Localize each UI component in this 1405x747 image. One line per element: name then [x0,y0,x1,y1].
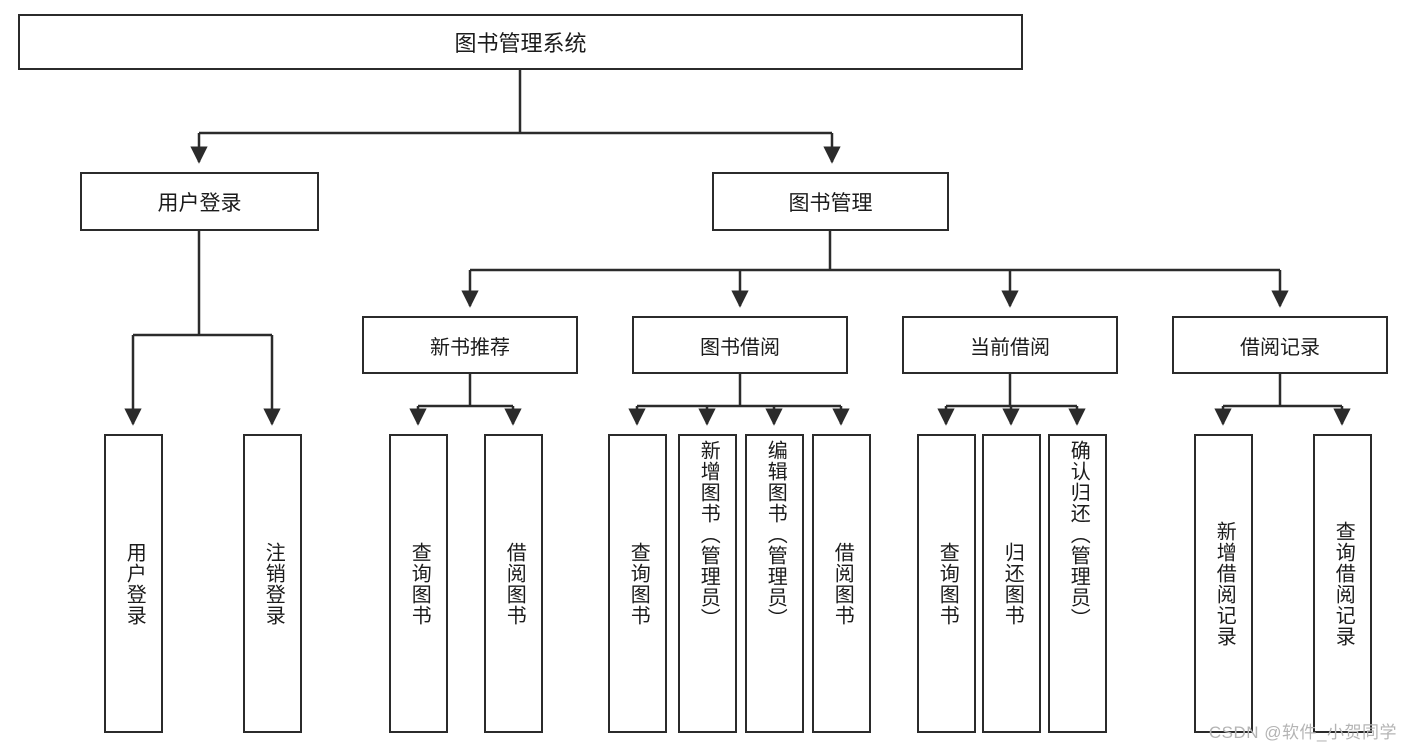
leaf-inner: 查询图书 [919,436,974,731]
leaf-label: 新增图书（管理员） [697,440,720,629]
leaf-node[interactable]: 查询借阅记录 [1313,434,1372,733]
leaf-node[interactable]: 归还图书 [982,434,1041,733]
node-borrow-record[interactable]: 借阅记录 [1172,316,1388,374]
leaf-label: 归还图书 [1001,541,1024,626]
node-book-borrow[interactable]: 图书借阅 [632,316,848,374]
node-new-book-recommend-label: 新书推荐 [430,336,510,359]
node-root-label: 图书管理系统 [454,31,587,56]
leaf-inner: 新增借阅记录 [1196,436,1251,731]
leaf-node[interactable]: 查询图书 [389,434,448,733]
leaf-label: 新增借阅记录 [1213,520,1236,647]
leaf-node[interactable]: 借阅图书 [812,434,871,733]
leaf-node[interactable]: 确认归还（管理员） [1048,434,1107,733]
watermark: CSDN @软件_小贺同学 [1208,723,1397,742]
leaf-node[interactable]: 注销登录 [243,434,302,733]
leaf-inner: 编辑图书（管理员） [747,436,802,735]
node-root[interactable]: 图书管理系统 [18,14,1023,70]
leaf-label: 查询图书 [408,541,431,626]
leaf-node[interactable]: 编辑图书（管理员） [745,434,804,733]
leaf-label: 注销登录 [262,541,285,626]
leaf-label: 查询图书 [627,541,650,626]
leaf-inner: 借阅图书 [486,436,541,731]
leaf-node[interactable]: 新增借阅记录 [1194,434,1253,733]
leaf-inner: 借阅图书 [814,436,869,731]
leaf-inner: 确认归还（管理员） [1050,436,1105,735]
node-new-book-recommend[interactable]: 新书推荐 [362,316,578,374]
leaf-label: 查询图书 [936,541,959,626]
leaf-node[interactable]: 查询图书 [917,434,976,733]
leaf-label: 查询借阅记录 [1332,520,1355,647]
leaf-inner: 注销登录 [245,436,300,731]
node-user-login[interactable]: 用户登录 [80,172,319,231]
node-current-borrow[interactable]: 当前借阅 [902,316,1118,374]
leaf-label: 用户登录 [123,541,146,626]
node-book-borrow-label: 图书借阅 [700,336,780,359]
leaf-node[interactable]: 查询图书 [608,434,667,733]
leaf-label: 借阅图书 [503,541,526,626]
leaf-label: 确认归还（管理员） [1067,440,1090,629]
leaf-node[interactable]: 新增图书（管理员） [678,434,737,733]
leaf-label: 编辑图书（管理员） [764,440,787,629]
leaf-inner: 查询借阅记录 [1315,436,1370,731]
node-borrow-record-label: 借阅记录 [1240,336,1320,359]
leaf-label: 借阅图书 [831,541,854,626]
node-book-management-label: 图书管理 [788,191,873,215]
leaf-node[interactable]: 用户登录 [104,434,163,733]
leaf-inner: 用户登录 [106,436,161,731]
node-user-login-label: 用户登录 [157,191,242,215]
leaf-inner: 归还图书 [984,436,1039,731]
leaf-node[interactable]: 借阅图书 [484,434,543,733]
leaf-inner: 查询图书 [610,436,665,731]
node-book-management[interactable]: 图书管理 [712,172,949,231]
leaf-inner: 查询图书 [391,436,446,731]
leaf-inner: 新增图书（管理员） [680,436,735,735]
node-current-borrow-label: 当前借阅 [970,336,1050,359]
